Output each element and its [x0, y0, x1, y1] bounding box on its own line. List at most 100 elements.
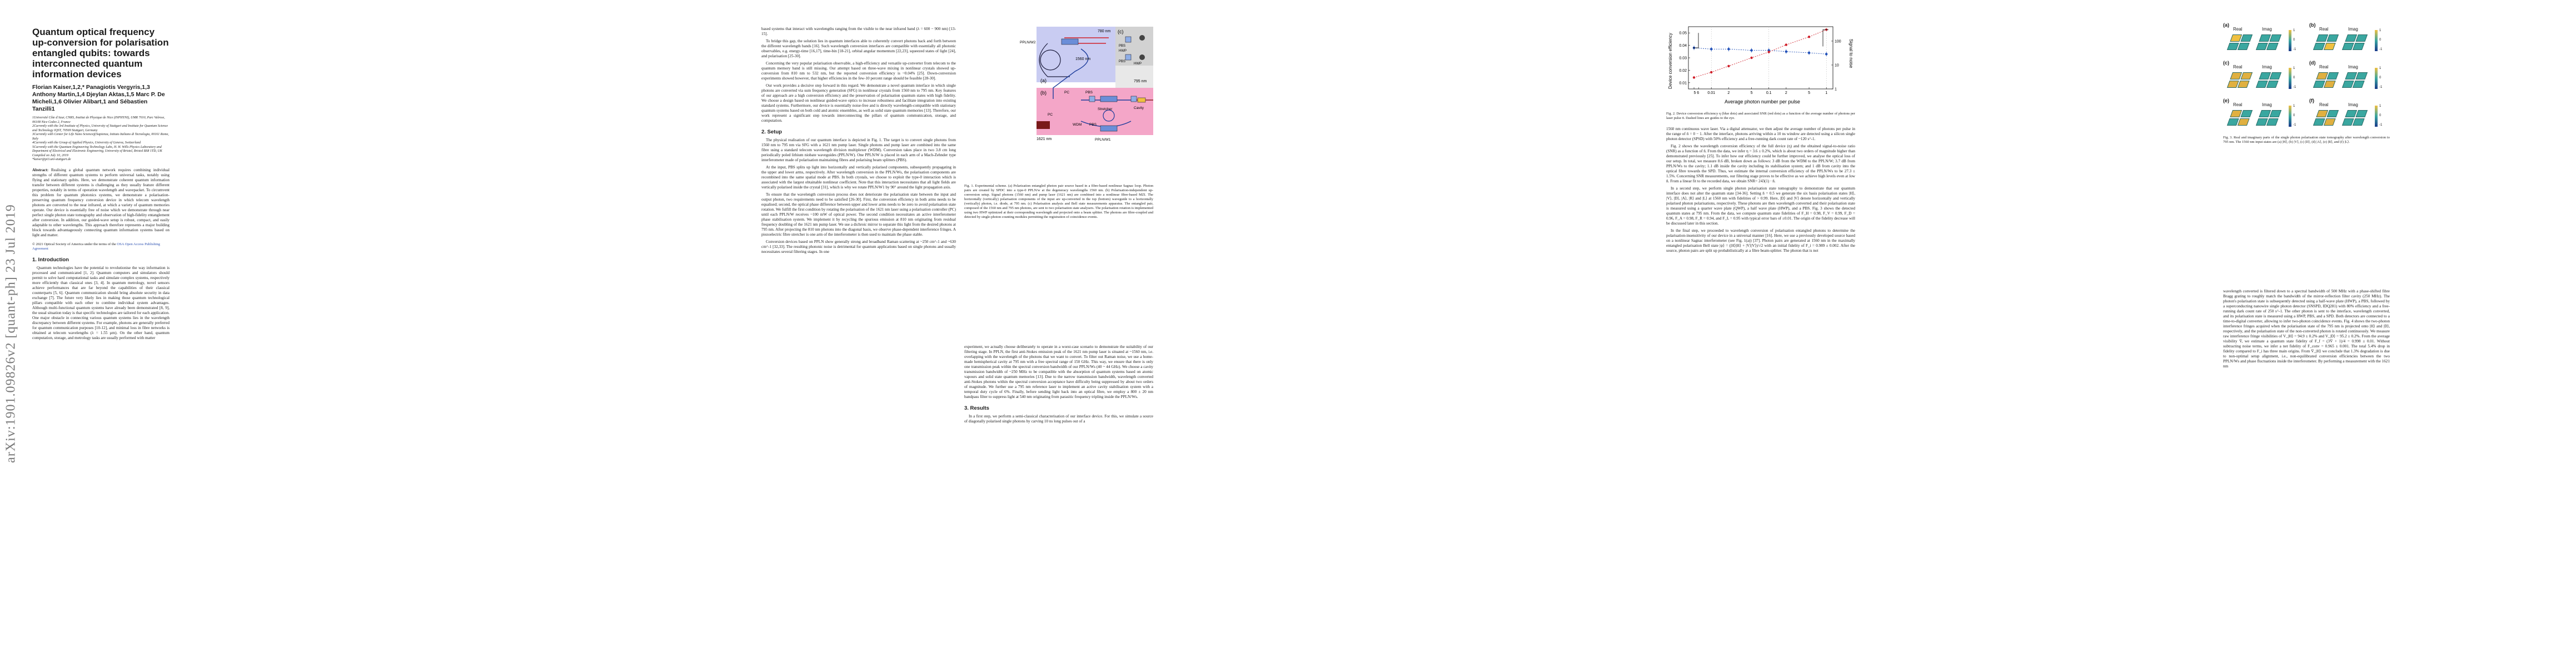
copyright-text: © 2021 Optical Society of America under …: [32, 242, 116, 246]
axis-arrow: [1822, 29, 1828, 47]
figure-3-caption: Fig. 3. Real and imaginary parts of the …: [2223, 136, 2390, 144]
wavelength-label: 780 nm: [1098, 29, 1111, 33]
series-layer: [1692, 28, 1828, 79]
data-point: [1825, 53, 1828, 56]
colorbar-tick: -1: [2379, 48, 2383, 51]
section-heading: 2. Setup: [761, 129, 782, 135]
colorbar-tick: 1: [2293, 67, 2295, 70]
paper-title: Quantum optical frequency up-conversion …: [32, 27, 169, 79]
colorbar-tick: -1: [2293, 123, 2296, 127]
x-tick-label: 1: [1825, 91, 1827, 95]
pbs-cube: [1089, 96, 1095, 102]
affiliation: 1Université Côte d'Azur, CNRS, Institut …: [32, 116, 165, 124]
detector-icon: [1139, 35, 1145, 41]
pbs-cube: [1125, 36, 1132, 43]
matrix-bar: [2355, 34, 2368, 42]
density-matrix-bars: [2341, 110, 2368, 126]
density-matrix-bars: [2226, 34, 2253, 50]
y-tick-label: 0.05: [1679, 32, 1687, 36]
y-axis-left-label: Device conversion efficiency: [1668, 33, 1673, 89]
laser-source: [1037, 121, 1050, 129]
fibre-blue: [1053, 48, 1089, 99]
x-tick-label: 5: [1751, 91, 1753, 95]
gridlines: [1711, 27, 1827, 89]
y-tick-label: 0.02: [1679, 69, 1687, 73]
body-paragraph: based systems that interact with wavelen…: [761, 27, 956, 36]
component-label: PC: [1064, 91, 1069, 94]
panel-label-a: (a): [1040, 78, 1047, 83]
figure-2-caption: Fig. 2. Device conversion efficiency η (…: [1666, 112, 1855, 120]
panel-label: (c): [2223, 60, 2229, 66]
colorbar-tick: -1: [2293, 86, 2296, 89]
figure-1: (a) (b) (c) 780 nm 1560 nm 795 nm 1621 n…: [964, 27, 1153, 220]
colorbar: [2375, 68, 2378, 89]
body-paragraph: To ensure that the wavelength conversion…: [761, 192, 956, 237]
page-2: based systems that interact with wavelen…: [645, 0, 1289, 667]
plot-frame: [1688, 26, 1833, 89]
subplot-label: Real: [2319, 64, 2329, 69]
subplot-label: Imag: [2348, 64, 2358, 69]
license-link[interactable]: OSA Open Access Publishing Agreement: [32, 242, 160, 251]
subplot-label: Real: [2233, 64, 2243, 69]
matrix-bar: [2269, 110, 2282, 117]
panel-label-c: (c): [1118, 29, 1124, 34]
density-matrix-bars: [2313, 110, 2339, 126]
arxiv-stamp: arXiv:1901.09826v2 [quant-ph] 23 Jul 201…: [0, 0, 22, 667]
component-label: PBS: [1119, 44, 1125, 48]
experimental-scheme-diagram: (a) (b) (c) 780 nm 1560 nm 795 nm 1621 n…: [1020, 27, 1153, 142]
density-matrix-bars: [2226, 72, 2253, 88]
axis-arrow: [1693, 33, 1699, 48]
x-tick-label: 2: [1785, 91, 1787, 95]
density-matrix-bars: [2313, 34, 2339, 50]
component-label: PPLN/W1: [1095, 138, 1111, 142]
matrix-bar: [2237, 118, 2250, 126]
page3-left-column: 1560 nm continuous wave laser. Via a dig…: [1666, 127, 1855, 256]
affiliation: 3Currently with Center for Life Nano Sci…: [32, 133, 169, 141]
colorbar-tick: -1: [2379, 123, 2383, 127]
abstract: Abstract: Realising a global quantum net…: [32, 168, 170, 238]
colorbar-tick: 0: [2379, 76, 2381, 79]
detector-icon: [1139, 54, 1145, 60]
colorbar: [2289, 68, 2291, 89]
component-label: PPLN/W2: [1020, 41, 1036, 44]
panel-b-background: [1037, 88, 1153, 135]
panel-a-background: [1037, 27, 1115, 82]
density-matrix-bars: [2226, 110, 2253, 126]
page4-column: wavelength converted is filtered down to…: [2223, 289, 2390, 371]
x-tick-label: 5 6: [1693, 91, 1699, 95]
colorbar-tick: 1: [2379, 104, 2381, 108]
subplot-label: Real: [2233, 27, 2243, 32]
body-paragraph: experiment, we actually choose deliberat…: [964, 345, 1153, 399]
component-label: Cavity: [1134, 106, 1144, 110]
data-point: [1710, 71, 1713, 74]
component-label: HWP: [1134, 62, 1142, 66]
affiliation: 4Currently with the Group of Applied Phy…: [32, 141, 141, 145]
panel-c-lower: [1115, 66, 1153, 88]
arxiv-stamp-text: arXiv:1901.09826v2 [quant-ph] 23 Jul 201…: [3, 204, 18, 463]
stretcher-coil: [1103, 109, 1115, 122]
density-matrix-bars: [2341, 34, 2368, 50]
matrix-bar: [2269, 34, 2282, 42]
affiliation: 5Currently with the Quantum Engineering …: [32, 145, 162, 153]
body-paragraph: The physical realisation of our quantum …: [761, 138, 956, 162]
panel-label-b: (b): [1040, 90, 1047, 96]
colorbar-tick: 0: [2379, 114, 2381, 117]
density-matrix-bars: [2313, 72, 2339, 88]
body-paragraph: In the final step, we proceeded to wavel…: [1666, 228, 1855, 253]
data-point: [1785, 43, 1788, 46]
x-tick-label: 0.1: [1766, 91, 1772, 95]
matrix-bar: [2326, 72, 2339, 79]
y-tick-label: 0.03: [1679, 57, 1687, 61]
wavelength-label: 1560 nm: [1075, 57, 1090, 61]
data-point: [1767, 51, 1770, 53]
panel-label: (d): [2309, 60, 2316, 66]
corresponding-email: *kaiser@pi3.uni-stuttgart.de: [32, 158, 71, 161]
data-point: [1785, 50, 1788, 53]
